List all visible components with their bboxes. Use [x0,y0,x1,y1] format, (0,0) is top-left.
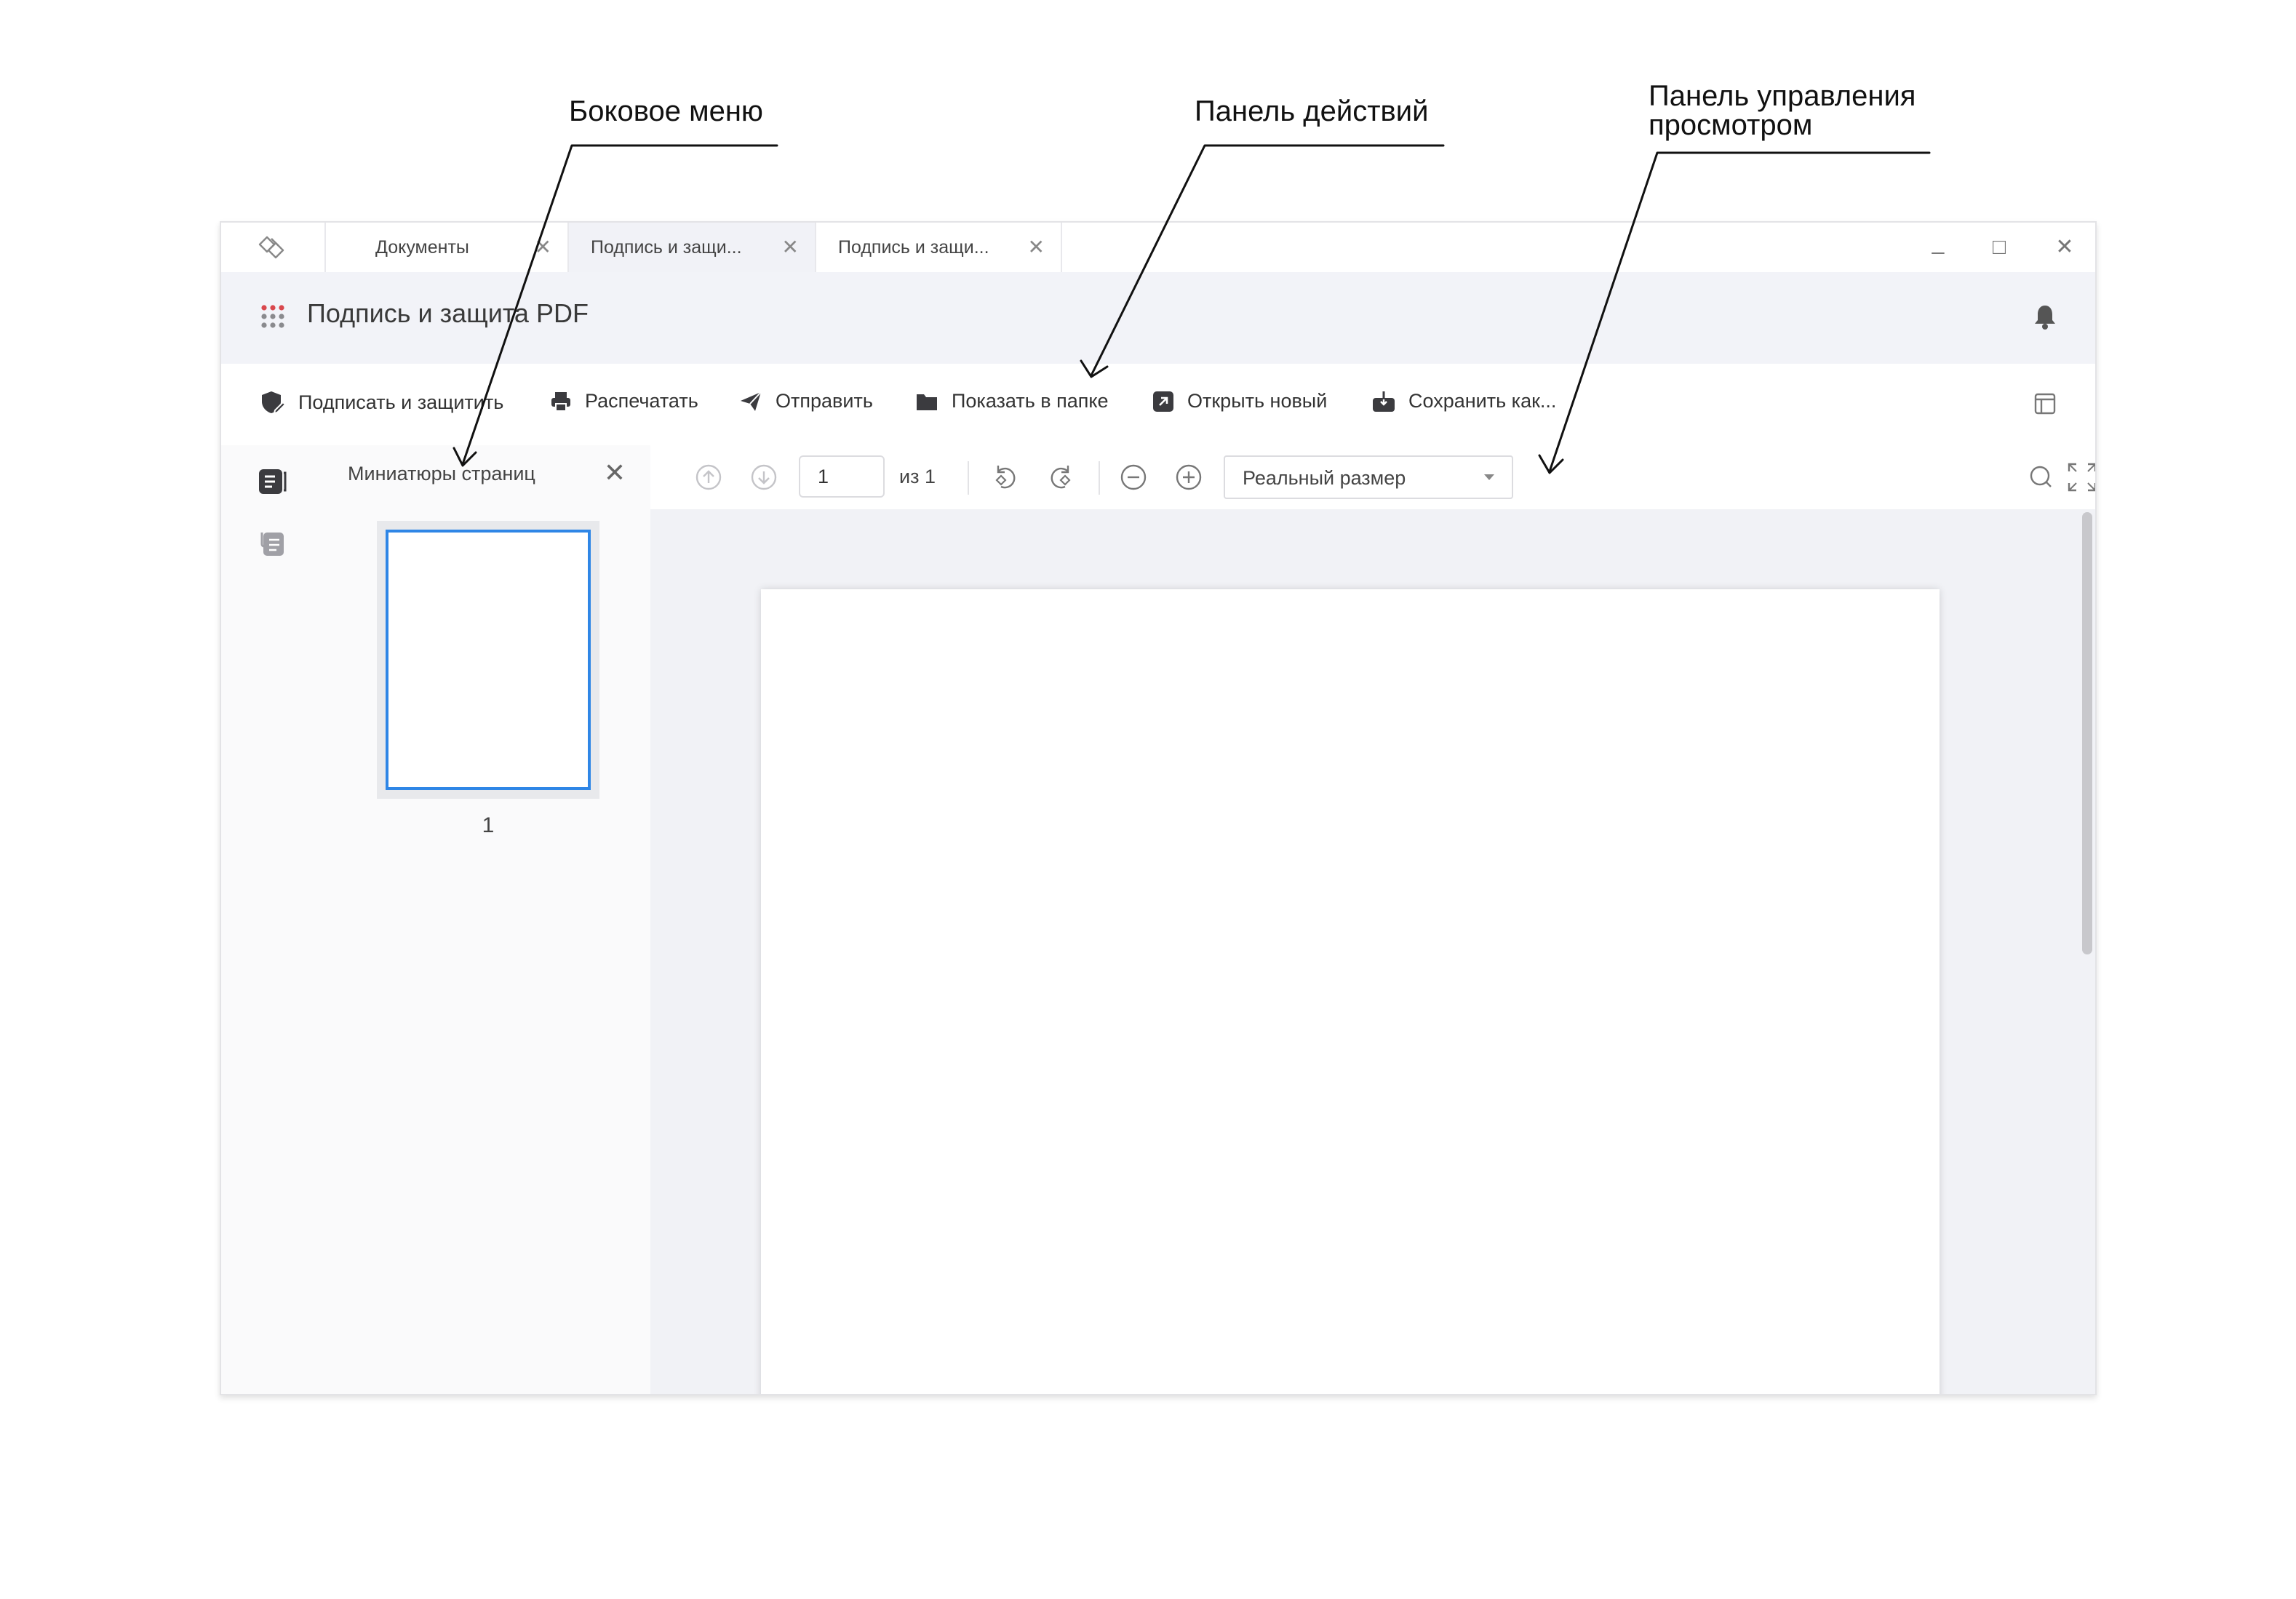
action-label: Распечатать [585,390,698,412]
chevron-down-icon [1484,474,1494,480]
tab-sign-protect-2[interactable]: Подпись и защи... ✕ [816,223,1062,272]
page-number-input[interactable]: 1 [799,455,885,498]
action-label: Отправить [776,390,873,412]
page-thumbnail-preview [386,530,591,790]
zoom-in-icon[interactable] [1174,463,1203,492]
tab-label: Подпись и защи... [838,236,989,258]
fullscreen-icon[interactable] [2066,461,2097,493]
tab-bar: Документы ✕ Подпись и защи... ✕ Подпись … [221,223,2095,273]
sign-protect-button[interactable]: Подписать и защитить [260,390,503,415]
action-label: Открыть новый [1187,390,1328,412]
toolbar-divider [968,461,969,495]
maximize-button[interactable]: □ [1992,235,2006,259]
attachments-icon[interactable] [258,530,287,559]
save-as-button[interactable]: Сохранить как... [1372,390,1556,412]
send-button[interactable]: Отправить [739,390,873,412]
callout-view-panel: Панель управления просмотром [1649,81,1916,140]
tab-label: Подпись и защи... [591,236,742,258]
app-window: Документы ✕ Подпись и защи... ✕ Подпись … [220,221,2097,1395]
open-new-button[interactable]: Открыть новый [1152,390,1327,412]
tab-documents[interactable]: Документы ✕ [324,223,569,272]
callout-view-panel-line2: просмотром [1649,109,1813,141]
search-icon[interactable] [2027,463,2056,492]
action-panel: Подписать и защитить Распечатать Отправи… [221,364,2095,447]
page-thumbnail[interactable] [377,521,599,799]
callout-side-menu: Боковое меню [569,95,763,127]
rotate-right-icon[interactable] [1046,463,1075,492]
zoom-level-select[interactable]: Реальный размер [1224,455,1513,499]
toolbar-divider [1099,461,1100,495]
thumbnails-panel: Миниатюры страниц ✕ 1 [324,445,652,1394]
app-logo[interactable] [221,223,326,272]
close-thumbnails-icon[interactable]: ✕ [603,458,626,487]
save-download-icon [1373,391,1395,412]
send-icon [741,391,762,411]
show-in-folder-button[interactable]: Показать в папке [915,390,1109,412]
tab-sign-protect-1[interactable]: Подпись и защи... ✕ [569,223,816,272]
action-label: Подписать и защитить [298,391,504,413]
app-header: Подпись и защита PDF [221,272,2095,364]
tab-close-icon[interactable]: ✕ [534,236,551,258]
app-title: Подпись и защита PDF [307,298,589,328]
printer-icon [551,391,570,412]
app-logo-icon [258,236,284,259]
open-external-icon [1153,391,1173,412]
tab-close-icon[interactable]: ✕ [1027,236,1045,258]
vertical-scrollbar[interactable] [2079,509,2092,1394]
previous-page-icon[interactable] [694,463,723,492]
scrollbar-thumb[interactable] [2082,512,2092,954]
tab-label: Документы [375,236,469,258]
thumbnails-title: Миниатюры страниц [348,463,535,485]
tab-close-icon[interactable]: ✕ [781,236,799,258]
action-label: Сохранить как... [1408,390,1557,412]
zoom-out-icon[interactable] [1119,463,1148,492]
document-viewport[interactable] [650,509,2095,1394]
print-button[interactable]: Распечатать [550,390,698,412]
callout-actions-panel: Панель действий [1195,95,1429,127]
callout-view-panel-line1: Панель управления [1649,80,1916,112]
action-label: Показать в папке [952,390,1109,412]
apps-grid-icon[interactable] [260,304,285,329]
minimize-button[interactable]: _ [1932,231,1945,255]
page-total-label: из 1 [899,466,936,487]
folder-icon [917,394,937,410]
next-page-icon[interactable] [749,463,778,492]
layout-panel-icon[interactable] [2034,393,2056,415]
shield-pen-icon [262,391,285,415]
page-thumbnail-number: 1 [482,813,495,837]
bell-icon[interactable] [2034,304,2056,330]
rotate-left-icon[interactable] [991,463,1020,492]
zoom-level-value: Реальный размер [1243,467,1406,489]
side-menu [221,445,326,1394]
close-window-button[interactable]: ✕ [2055,235,2074,259]
page-thumbnails-icon[interactable] [258,467,287,496]
view-control-panel: 1 из 1 Реальный размер [650,445,2095,511]
pdf-page [761,589,1940,1394]
